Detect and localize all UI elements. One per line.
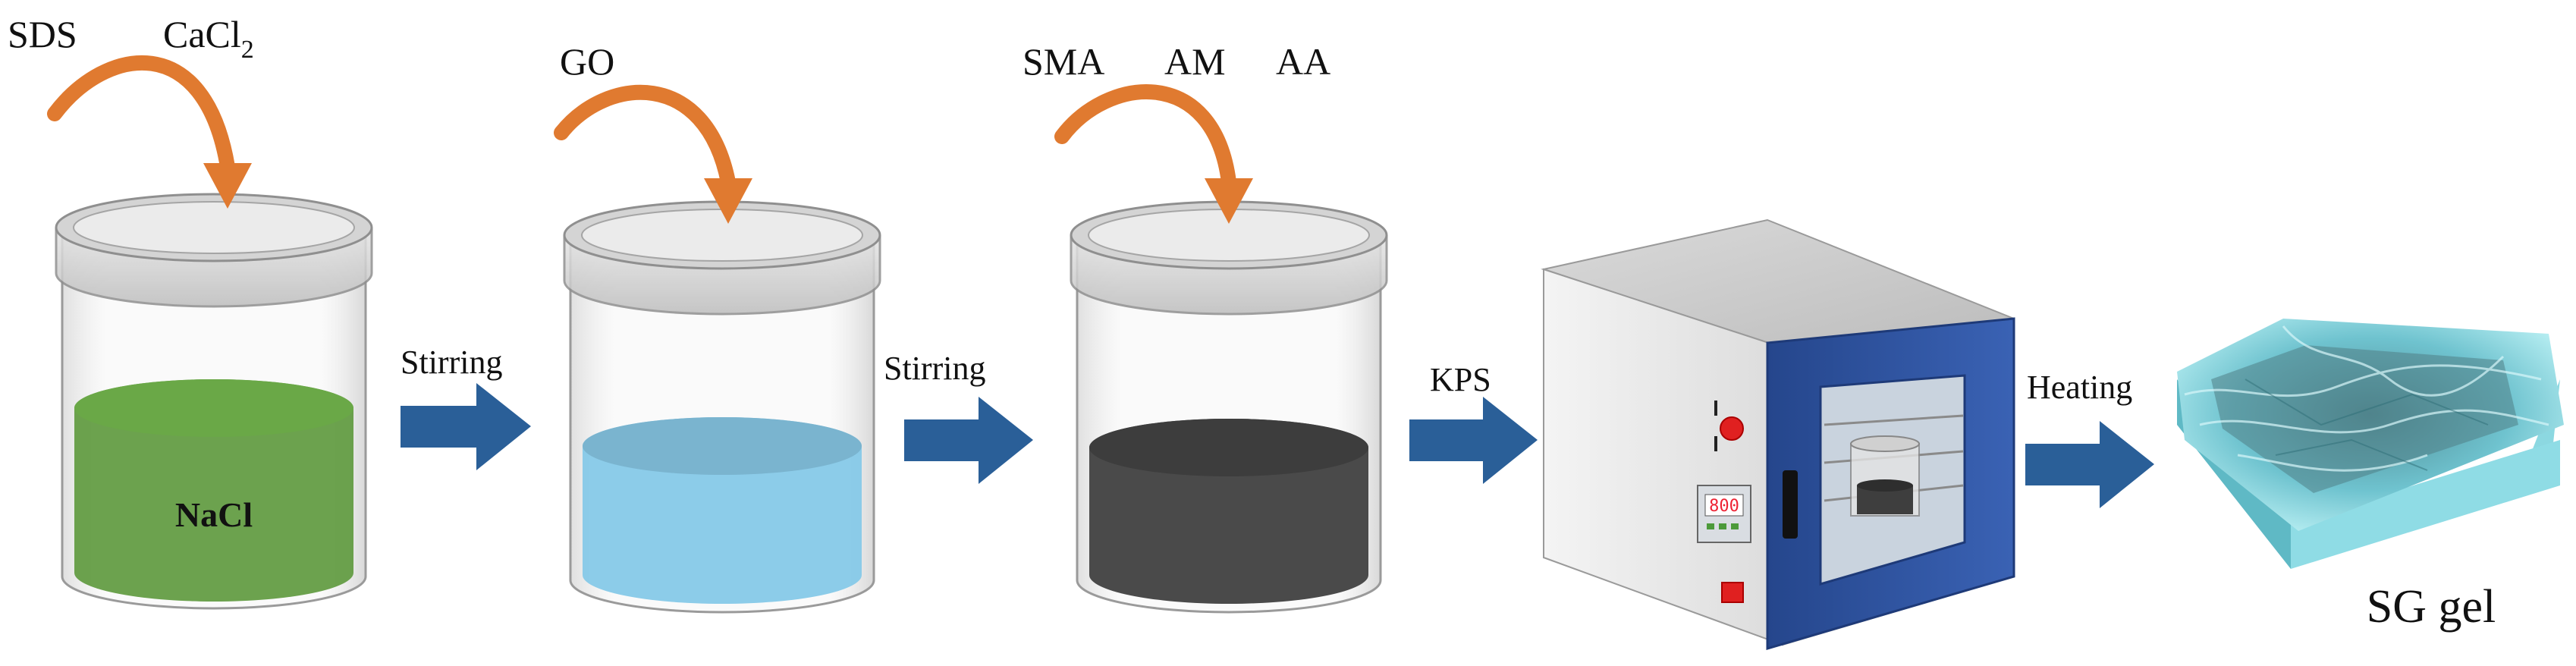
step-arrow-2 — [904, 397, 1033, 484]
oven-sample-beaker — [1850, 435, 1920, 517]
step-label-4: Heating — [2027, 369, 2132, 406]
step-arrow-1 — [401, 383, 531, 470]
pour-arrowhead-3 — [1205, 178, 1253, 224]
reagent-go: GO — [560, 40, 614, 83]
solution-label-nacl: NaCl — [175, 495, 253, 534]
reagent-cacl2: CaCl2 — [163, 13, 254, 64]
pour-arrow-2 — [554, 84, 736, 190]
sg-gel — [2177, 319, 2564, 569]
reagent-aa: AA — [1276, 40, 1330, 83]
reagent-sds: SDS — [8, 13, 77, 55]
oven-handle — [1783, 470, 1798, 539]
beaker-2 — [563, 200, 881, 614]
solution-nacl — [74, 379, 353, 602]
oven-knob — [1720, 416, 1744, 441]
reagent-am: AM — [1164, 40, 1226, 83]
product-label: SG gel — [2367, 581, 2496, 633]
pour-arrow-3 — [1054, 84, 1236, 190]
pour-arrowhead-1 — [203, 163, 252, 209]
solution-monomers — [1089, 419, 1368, 604]
step-label-3: KPS — [1430, 361, 1491, 398]
pour-arrow-1 — [47, 55, 235, 174]
oven: 800 — [1541, 218, 2015, 651]
reagent-sma: SMA — [1023, 40, 1104, 83]
step-arrow-3 — [1409, 397, 1538, 484]
step-label-1: Stirring — [401, 344, 502, 381]
oven-power-switch — [1721, 582, 1744, 603]
beaker-3 — [1070, 200, 1388, 614]
solution-go — [583, 417, 862, 604]
beaker-1: NaCl — [55, 193, 373, 610]
oven-display: 800 — [1709, 497, 1739, 516]
step-arrow-4 — [2025, 421, 2154, 508]
pour-arrowhead-2 — [704, 178, 752, 224]
step-label-2: Stirring — [884, 350, 985, 387]
